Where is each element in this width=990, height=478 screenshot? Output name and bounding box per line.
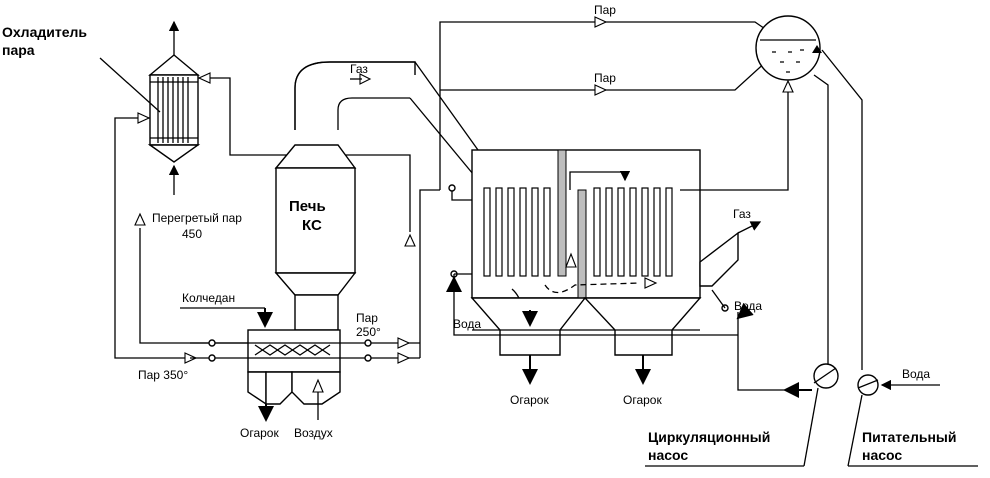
boiler-hopper-right bbox=[583, 297, 702, 356]
feed-pump: Вода Питательный насос bbox=[847, 367, 978, 467]
circulation-pump-label-1: Циркуляционный bbox=[648, 429, 770, 445]
cooler-tube-bundle bbox=[150, 77, 198, 143]
feed-pump-icon bbox=[857, 374, 879, 396]
steam-cooler-leader-line bbox=[99, 57, 161, 113]
water-label-left: Вода bbox=[453, 317, 481, 331]
water-feed-label: Вода bbox=[902, 367, 930, 381]
valve bbox=[364, 354, 372, 362]
valve bbox=[448, 184, 456, 192]
cinder-label-2: Огарок bbox=[510, 393, 549, 407]
water-label-right: Вода bbox=[734, 299, 762, 313]
steam-cooler: Охладитель пара bbox=[2, 20, 201, 195]
boiler-baffle-1 bbox=[557, 149, 567, 277]
superheated-steam-label-1: Перегретый пар bbox=[152, 211, 242, 225]
boiler-hopper-left bbox=[470, 297, 587, 356]
circulation-pump: Циркуляционный насос bbox=[645, 363, 839, 467]
bed-steam-lines: Пар 250° Пар 350° bbox=[138, 189, 440, 382]
furnace-bottom-cone bbox=[274, 272, 357, 296]
steam-250-label-1: Пар bbox=[356, 311, 378, 325]
valve bbox=[208, 354, 216, 362]
fluidized-bed-furnace: Печь КС Газ bbox=[274, 61, 479, 331]
furnace-label-2: КС bbox=[302, 217, 322, 234]
steam-cooler-label-1: Охладитель bbox=[2, 24, 87, 40]
steam-drum bbox=[755, 15, 863, 370]
furnace-shaft bbox=[275, 167, 356, 274]
fluid-bed-chamber: Огарок Воздух Колчедан bbox=[180, 291, 341, 440]
steam-250-label-2: 250° bbox=[356, 325, 381, 339]
air-label: Воздух bbox=[294, 426, 333, 440]
circulation-pump-icon bbox=[813, 363, 839, 389]
boiler-tube-bank-right bbox=[593, 187, 673, 277]
boiler-baffle-2 bbox=[577, 189, 587, 299]
valve bbox=[364, 339, 372, 347]
furnace-neck bbox=[294, 294, 339, 331]
gas-label-top: Газ bbox=[350, 62, 368, 76]
steam-cooler-label-2: пара bbox=[2, 42, 35, 58]
feed-pump-label-2: насос bbox=[862, 447, 902, 463]
cooler-piping bbox=[114, 72, 416, 364]
valve bbox=[208, 339, 216, 347]
boiler-connections: Пар Пар Вода Вода bbox=[439, 3, 810, 391]
gas-label-right: Газ bbox=[733, 207, 751, 221]
cooler-bottom-cone bbox=[147, 144, 201, 163]
waste-heat-boiler: Огарок Огарок Газ bbox=[470, 149, 762, 407]
boiler-tube-bank-left bbox=[483, 187, 551, 277]
drum-body bbox=[755, 15, 821, 81]
furnace-label-1: Печь bbox=[289, 198, 326, 215]
cinder-hopper-left bbox=[247, 371, 267, 406]
steam-350-label: Пар 350° bbox=[138, 368, 188, 382]
feed-pump-label-1: Питательный bbox=[862, 429, 956, 445]
pyrite-label: Колчедан bbox=[182, 291, 235, 305]
gas-outlet-duct bbox=[699, 231, 739, 287]
cinder-label-3: Огарок bbox=[623, 393, 662, 407]
circulation-pump-label-2: насос bbox=[648, 447, 688, 463]
superheated-steam-label-2: 450 bbox=[182, 227, 202, 241]
steam-label-top: Пар bbox=[594, 3, 616, 17]
cooler-top-cone bbox=[148, 54, 200, 76]
steam-label-mid: Пар bbox=[594, 71, 616, 85]
furnace-top-cone bbox=[274, 144, 357, 169]
cinder-label-1: Огарок bbox=[240, 426, 279, 440]
